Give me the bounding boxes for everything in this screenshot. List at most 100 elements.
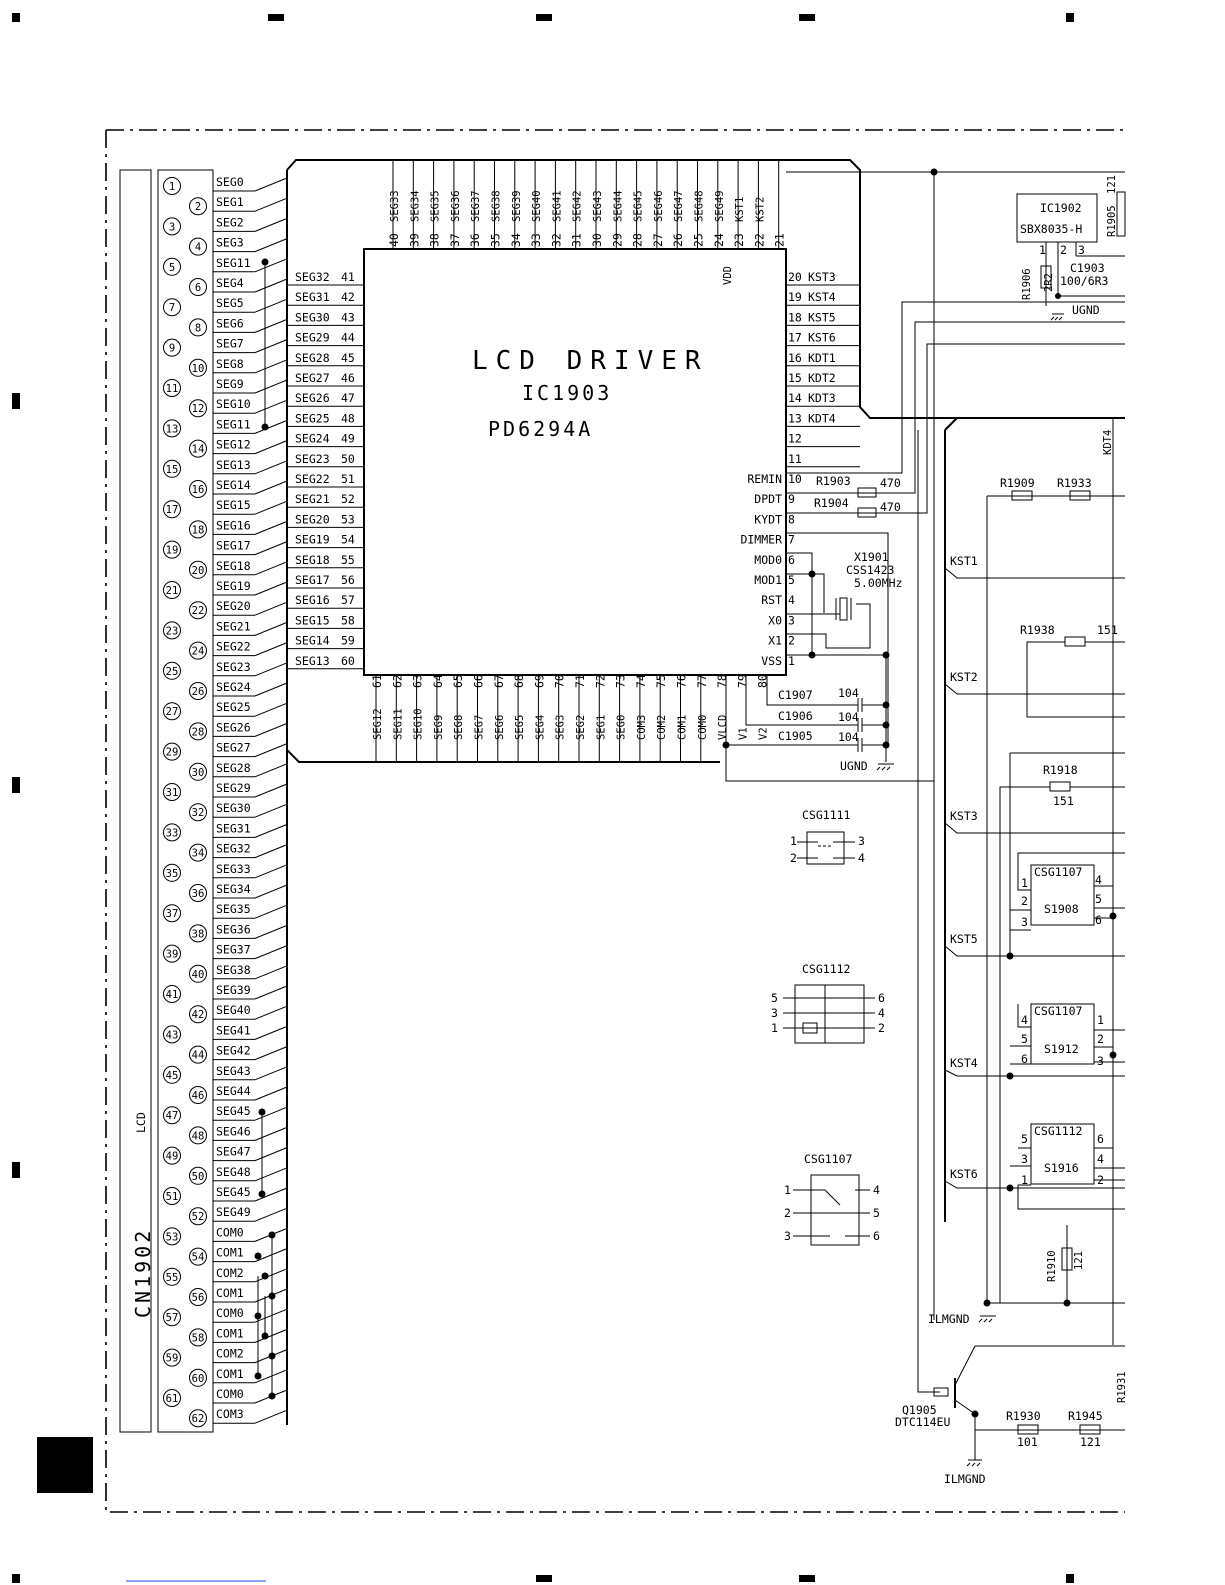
svg-text:R1930: R1930 xyxy=(1006,1409,1041,1423)
svg-text:2R2: 2R2 xyxy=(1043,273,1055,292)
svg-text:R1904: R1904 xyxy=(814,496,849,510)
svg-text:UGND: UGND xyxy=(1072,303,1100,317)
svg-text:23: 23 xyxy=(732,233,746,247)
cn1902-pin-number: 23 xyxy=(166,625,179,637)
cn1902-pin-number: 51 xyxy=(166,1191,179,1203)
cn1902-pin-label: SEG19 xyxy=(216,579,251,593)
svg-text:DPDT: DPDT xyxy=(754,492,782,506)
svg-text:SEG47: SEG47 xyxy=(673,190,685,222)
svg-text:KST6: KST6 xyxy=(808,331,836,345)
sheet-border xyxy=(105,129,1125,1513)
ic1903-lcd-driver: LCD DRIVER IC1903 PD6294A VDD SEG3340SEG… xyxy=(287,160,860,762)
svg-text:27: 27 xyxy=(651,233,665,247)
svg-text:6: 6 xyxy=(1097,1132,1104,1146)
svg-text:76: 76 xyxy=(675,674,689,688)
cn1902-pin-label: SEG43 xyxy=(216,1064,251,1078)
svg-text:10: 10 xyxy=(788,472,802,486)
svg-text:COM3: COM3 xyxy=(636,715,648,740)
cn1902-pin-label: SEG36 xyxy=(216,922,251,936)
cn1902-pin-number: 14 xyxy=(192,444,205,456)
svg-text:SEG46: SEG46 xyxy=(653,190,665,222)
ic1903-right-pin: 11 xyxy=(786,452,860,468)
svg-text:SEG10: SEG10 xyxy=(413,708,425,740)
cn1902-pin-label: SEG15 xyxy=(216,498,251,512)
cn1902-pin-label: SEG1 xyxy=(216,195,244,209)
svg-text:35: 35 xyxy=(489,233,503,247)
svg-text:MOD1: MOD1 xyxy=(754,573,782,587)
svg-text:78: 78 xyxy=(715,674,729,688)
svg-text:C1903: C1903 xyxy=(1070,261,1105,275)
cn1902-pin-label: SEG13 xyxy=(216,458,251,472)
svg-text:SEG17: SEG17 xyxy=(295,573,330,587)
svg-text:S1916: S1916 xyxy=(1044,1161,1079,1175)
svg-text:V1: V1 xyxy=(737,727,749,740)
cn1902-pin-number: 29 xyxy=(166,747,179,759)
cn1902-pin-label: SEG27 xyxy=(216,741,251,755)
svg-text:Q1905: Q1905 xyxy=(902,1403,937,1417)
svg-text:R1945: R1945 xyxy=(1068,1409,1103,1423)
svg-text:CSS1423: CSS1423 xyxy=(846,563,895,577)
svg-text:9: 9 xyxy=(788,492,795,506)
cn1902-pin-label: COM3 xyxy=(216,1407,244,1421)
svg-text:KDT2: KDT2 xyxy=(808,371,836,385)
ic1903-right-pin: 2X1 xyxy=(768,634,795,648)
cn1902-pin-label: SEG2 xyxy=(216,215,244,229)
cn1902-pin-label: SEG20 xyxy=(216,599,251,613)
svg-text:MOD0: MOD0 xyxy=(754,553,782,567)
svg-text:R1931: R1931 xyxy=(1116,1371,1128,1403)
cn1902-pin-number: 57 xyxy=(166,1312,179,1324)
svg-text:KST5: KST5 xyxy=(808,310,836,324)
svg-text:1: 1 xyxy=(784,1183,791,1197)
svg-text:SEG32: SEG32 xyxy=(295,270,330,284)
cn1902-pin-number: 18 xyxy=(192,524,205,536)
cn1902-pin-label: SEG6 xyxy=(216,316,244,330)
svg-text:13: 13 xyxy=(788,411,802,425)
svg-text:SEG4: SEG4 xyxy=(534,715,546,740)
svg-text:6: 6 xyxy=(1021,1052,1028,1066)
svg-text:SEG39: SEG39 xyxy=(511,190,523,222)
svg-text:4: 4 xyxy=(1021,1013,1028,1027)
svg-text:SEG9: SEG9 xyxy=(433,715,445,740)
svg-text:SEG30: SEG30 xyxy=(295,310,330,324)
svg-text:19: 19 xyxy=(788,290,802,304)
svg-text:151: 151 xyxy=(1097,623,1118,637)
ic1903-top-pin: 21 xyxy=(773,160,787,249)
svg-text:CSG1107: CSG1107 xyxy=(1034,1004,1083,1018)
svg-text:R1903: R1903 xyxy=(816,474,851,488)
svg-text:KST3: KST3 xyxy=(808,270,836,284)
svg-text:KST4: KST4 xyxy=(808,290,836,304)
svg-text:4: 4 xyxy=(858,851,865,865)
cn1902-pin-number: 39 xyxy=(166,949,179,961)
svg-text:SEG5: SEG5 xyxy=(514,715,526,740)
svg-text:KST3: KST3 xyxy=(950,809,978,823)
